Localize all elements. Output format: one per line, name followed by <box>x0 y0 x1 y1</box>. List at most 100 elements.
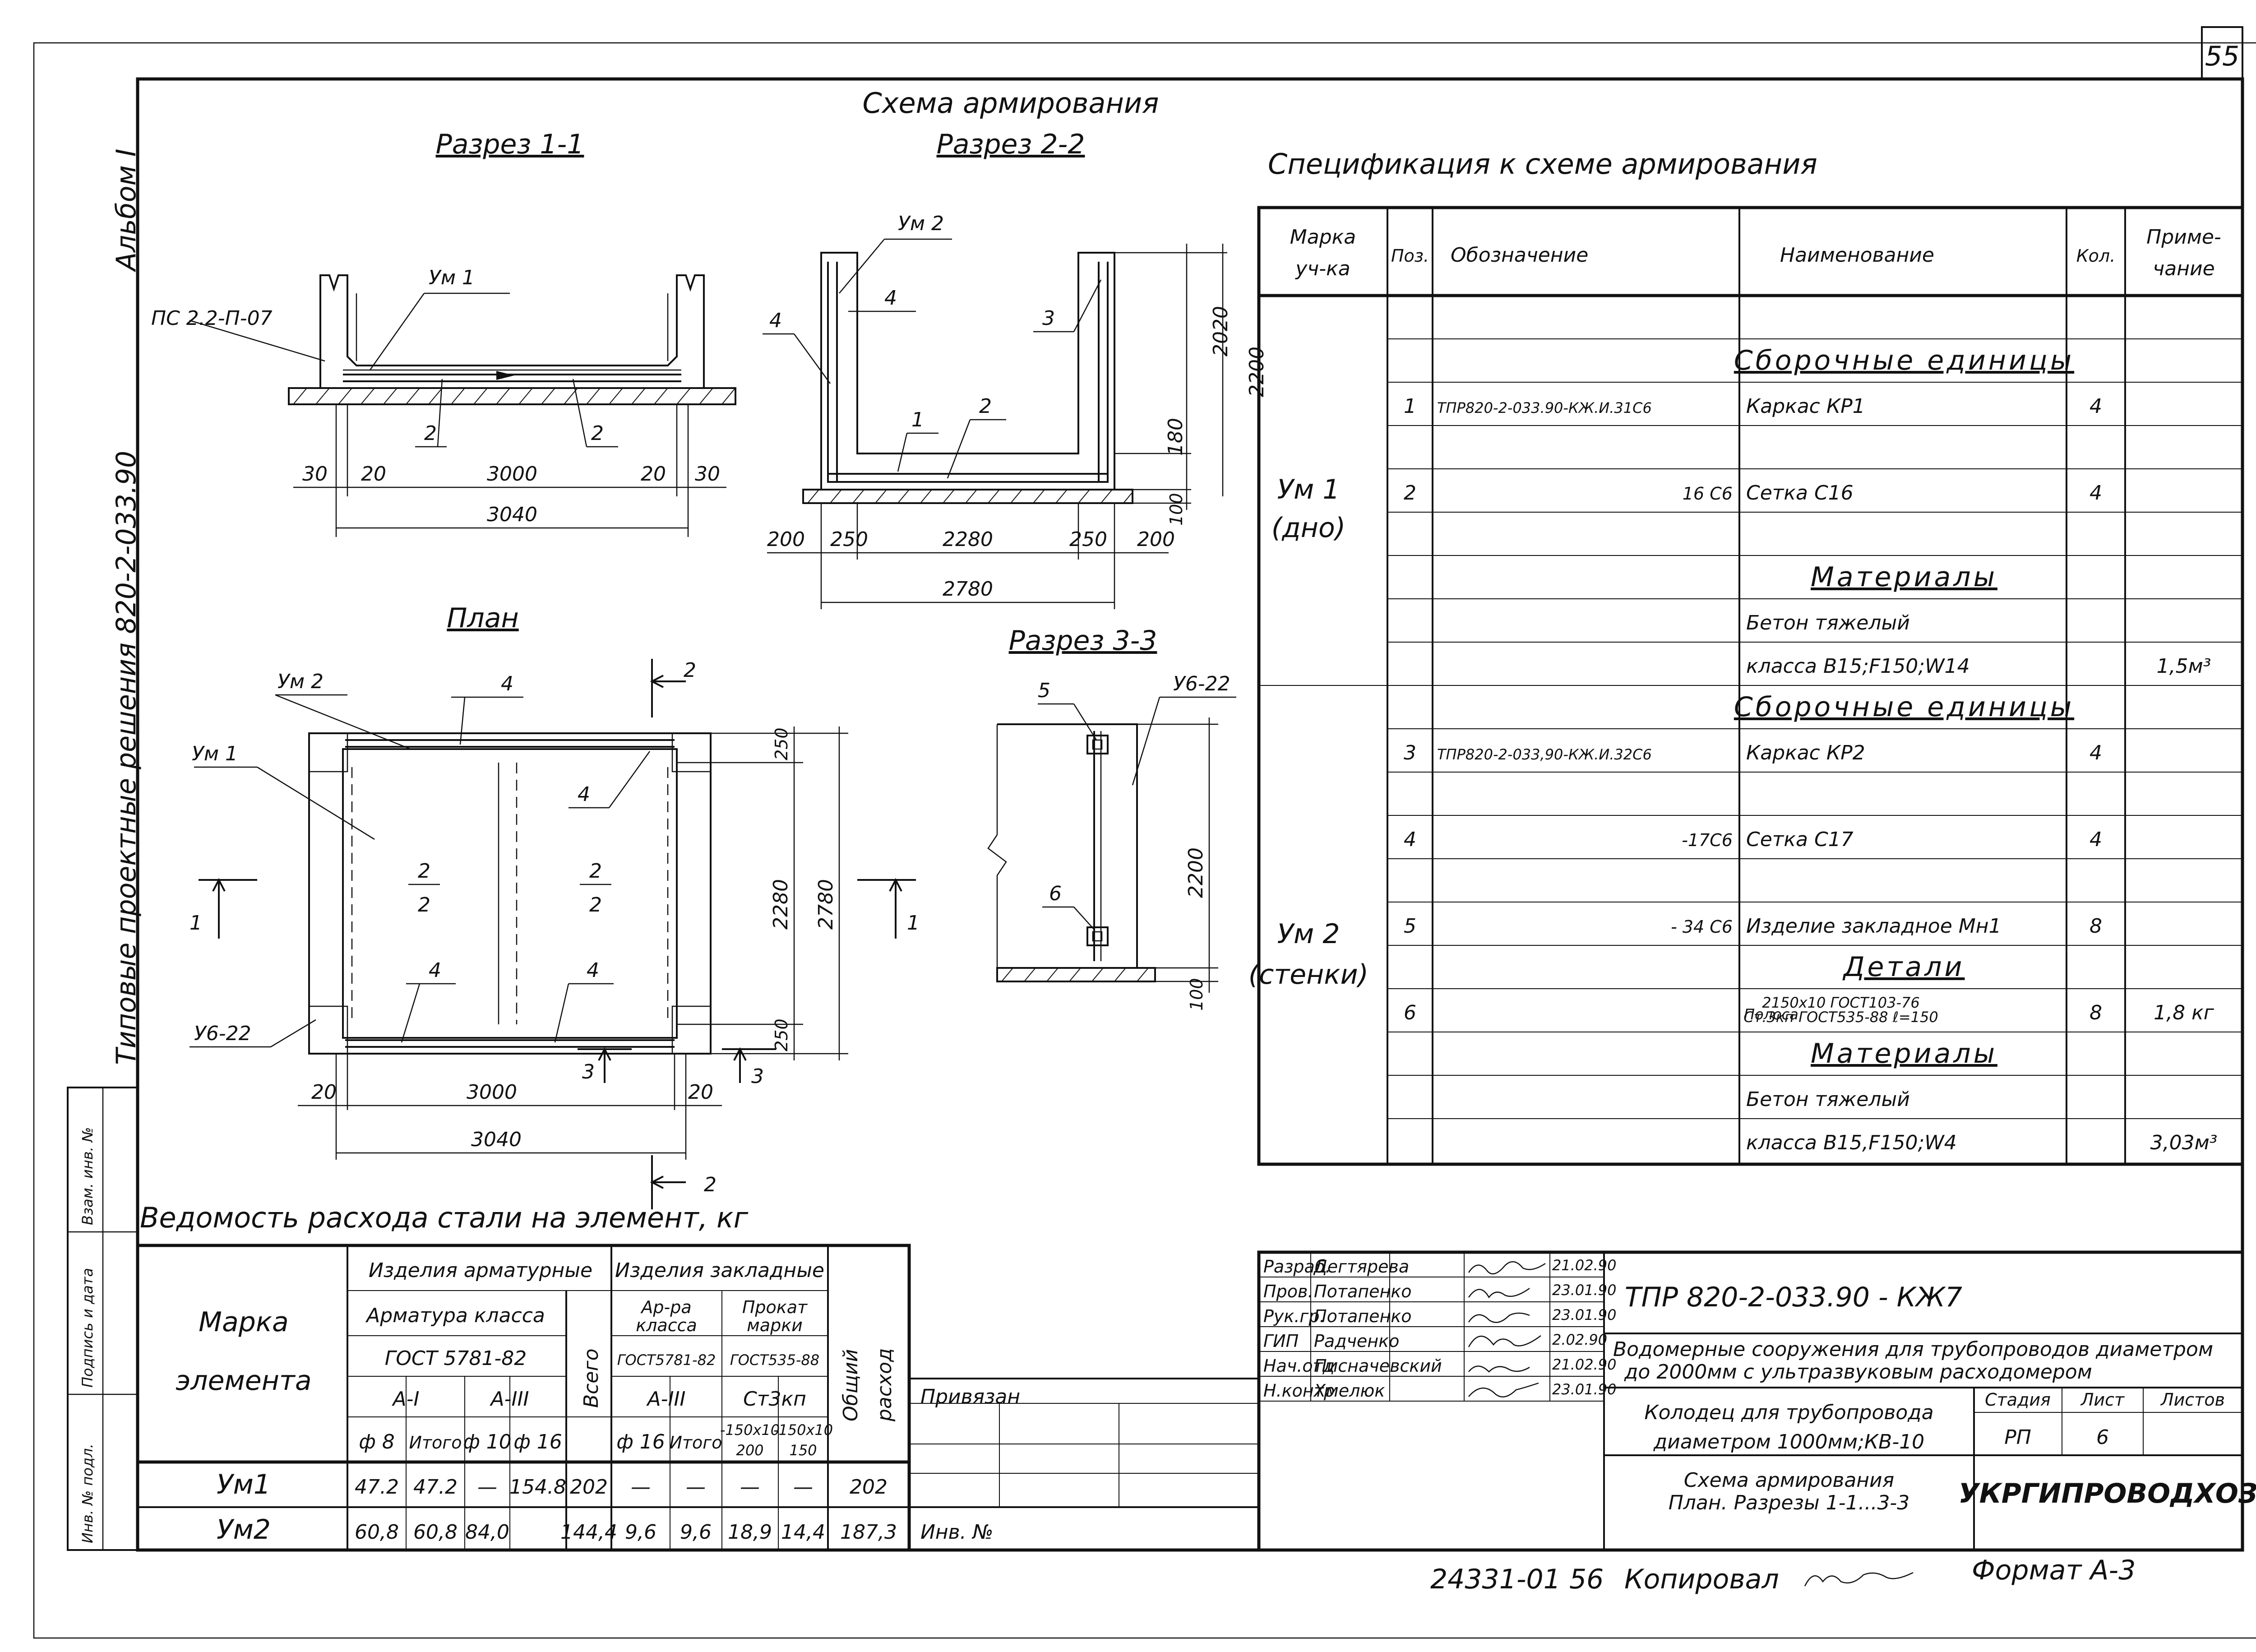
section-2-2-title: Разрез 2-2 <box>937 129 1085 160</box>
dim-30a-s11: 30 <box>302 463 328 486</box>
dim-180-s22: 180 <box>1164 418 1187 456</box>
dim-2020-s22: 2020 <box>1209 306 1232 356</box>
tb-role: Пров. <box>1263 1282 1313 1301</box>
steel-h-p1-2: 200 <box>736 1442 763 1459</box>
spec-qty: 8 <box>2090 915 2102 938</box>
steel-cell-vsego: 202 <box>570 1476 608 1499</box>
cut-1b: 1 <box>907 912 920 935</box>
steel-cell-f10: 84,0 <box>465 1521 509 1544</box>
dim-250a-s22: 250 <box>830 528 868 551</box>
label-m6-s33: 6 <box>1049 882 1062 905</box>
label-m4a-plan: 4 <box>501 672 513 695</box>
steel-cell-eitog: — <box>686 1476 706 1499</box>
tb-object-2: диаметром 1000мм;КВ-10 <box>1653 1430 1924 1453</box>
steel-h-emb-arm-1: Ар-ра <box>640 1297 691 1317</box>
tb-stage-h: Стадия <box>1985 1390 2051 1410</box>
sheet-number-box <box>2201 26 2243 80</box>
tb-name: Потапенко <box>1314 1282 1412 1301</box>
spec-name: Бетон тяжелый <box>1746 1088 1910 1111</box>
spec-note: 3,03м³ <box>2150 1131 2218 1154</box>
steel-cell-total: 202 <box>850 1476 888 1499</box>
spec-pos: 4 <box>1404 828 1416 851</box>
dim-2200-s33: 2200 <box>1184 847 1207 898</box>
tb-name: Радченко <box>1314 1331 1399 1351</box>
tb-role: Рук.гр. <box>1263 1306 1325 1326</box>
label-m4b-plan: 4 <box>578 783 590 806</box>
signatures <box>1468 1261 1546 1397</box>
spec-name: Бетон тяжелый <box>1746 611 1910 634</box>
tb-object-1: Колодец для трубопровода <box>1644 1401 1933 1424</box>
label-m2-s22: 2 <box>979 395 992 418</box>
tb-role: Н.контр <box>1263 1381 1335 1401</box>
label-um2-plan: Ум 2 <box>277 670 324 693</box>
label-m4a-s22: 4 <box>769 309 782 332</box>
dim-30b-s11: 30 <box>695 463 720 486</box>
steel-h-f10: ф 10 <box>463 1430 512 1453</box>
steel-h-total-1: Общий <box>839 1349 862 1421</box>
spec-name: Полоса <box>1744 1006 1798 1023</box>
spec-pos: 2 <box>1404 481 1416 504</box>
footer-format: Формат А-3 <box>1972 1555 2136 1586</box>
plan-view: План 2 2 2 2 Ум 2 4 4 Ум 1 <box>190 602 920 1209</box>
spec-h-mark-2: уч-ка <box>1294 257 1350 280</box>
label-m3-s22: 3 <box>1042 307 1055 330</box>
steel-h-total-2: расход <box>873 1348 896 1422</box>
dim-2780-s22: 2780 <box>943 578 993 601</box>
spec-designation: - 34 С6 <box>1671 917 1733 937</box>
label-m4c-plan: 4 <box>429 959 441 982</box>
label-m5-s33: 5 <box>1038 679 1050 702</box>
spec-group-um1-sub: (дно) <box>1271 512 1345 544</box>
spec-name: Сетка С16 <box>1746 481 1854 504</box>
main-title: Схема армирования <box>863 87 1159 120</box>
dim-250b-s22: 250 <box>1069 528 1107 551</box>
spec-qty: 4 <box>2090 741 2102 764</box>
tb-project-1: Водомерные сооружения для трубопроводов … <box>1613 1338 2213 1361</box>
label-m4d-plan: 4 <box>587 959 599 982</box>
label-um1-plan: Ум 1 <box>192 742 238 765</box>
steel-cell-f8: 60,8 <box>355 1521 399 1544</box>
label-m4b-s22: 4 <box>884 287 897 310</box>
stamp-inv-podl: Инв. № подл. <box>79 1444 96 1543</box>
spec-name: класса В15,F150;W4 <box>1746 1131 1957 1154</box>
binding-inv: Инв. № <box>920 1521 993 1544</box>
tb-role: ГИП <box>1263 1331 1299 1351</box>
steel-cell-ef16: 9,6 <box>625 1521 656 1544</box>
tb-drawing-1: Схема армирования <box>1684 1469 1894 1492</box>
tb-role: Разраб. <box>1263 1257 1331 1277</box>
spec-group-um2-sub: (стенки) <box>1248 959 1368 990</box>
frac-top-left: 2 <box>418 860 430 883</box>
spec-group-um1: Ум 1 <box>1277 474 1340 505</box>
steel-h-mark-2: элемента <box>176 1365 311 1397</box>
spec-designation: ТПР820-2-033.90-КЖ.И.31С6 <box>1437 399 1652 416</box>
spec-qty: 4 <box>2090 828 2102 851</box>
tb-sheet-h: Лист <box>2080 1390 2125 1410</box>
steel-h-emb-prof-2: марки <box>747 1315 803 1335</box>
frac-bot-right: 2 <box>589 893 602 916</box>
tb-name: Писначевский <box>1314 1356 1442 1376</box>
dim-3040-s11: 3040 <box>487 503 537 526</box>
dim-250b-plan: 250 <box>772 1018 791 1051</box>
tb-sheets-h: Листов <box>2160 1390 2225 1410</box>
frac-bot-left: 2 <box>418 893 430 916</box>
main-frame <box>136 77 2244 1552</box>
tb-name: Потапенко <box>1314 1306 1412 1326</box>
section-1-1-title: Разрез 1-1 <box>436 129 584 160</box>
frac-top-right: 2 <box>589 860 602 883</box>
steel-cell-eitog: 9,6 <box>680 1521 712 1544</box>
tb-stage: РП <box>2004 1426 2031 1449</box>
label-ps: ПС 2.2-П-07 <box>151 307 273 330</box>
steel-cell-f10: — <box>477 1476 497 1499</box>
spec-note: 1,5м³ <box>2157 655 2211 678</box>
tb-date: 23.01.90 <box>1552 1282 1617 1299</box>
steel-h-emb: Изделия закладные <box>615 1259 824 1282</box>
spec-h-designation: Обозначение <box>1451 244 1588 267</box>
dim-3000-plan: 3000 <box>467 1081 517 1104</box>
spec-designation: -17С6 <box>1682 830 1733 850</box>
spec-name: Детали <box>1842 951 1965 983</box>
cut-2b: 2 <box>704 1173 717 1196</box>
dim-200a-s22: 200 <box>767 528 805 551</box>
dim-20b-plan: 20 <box>688 1081 713 1104</box>
